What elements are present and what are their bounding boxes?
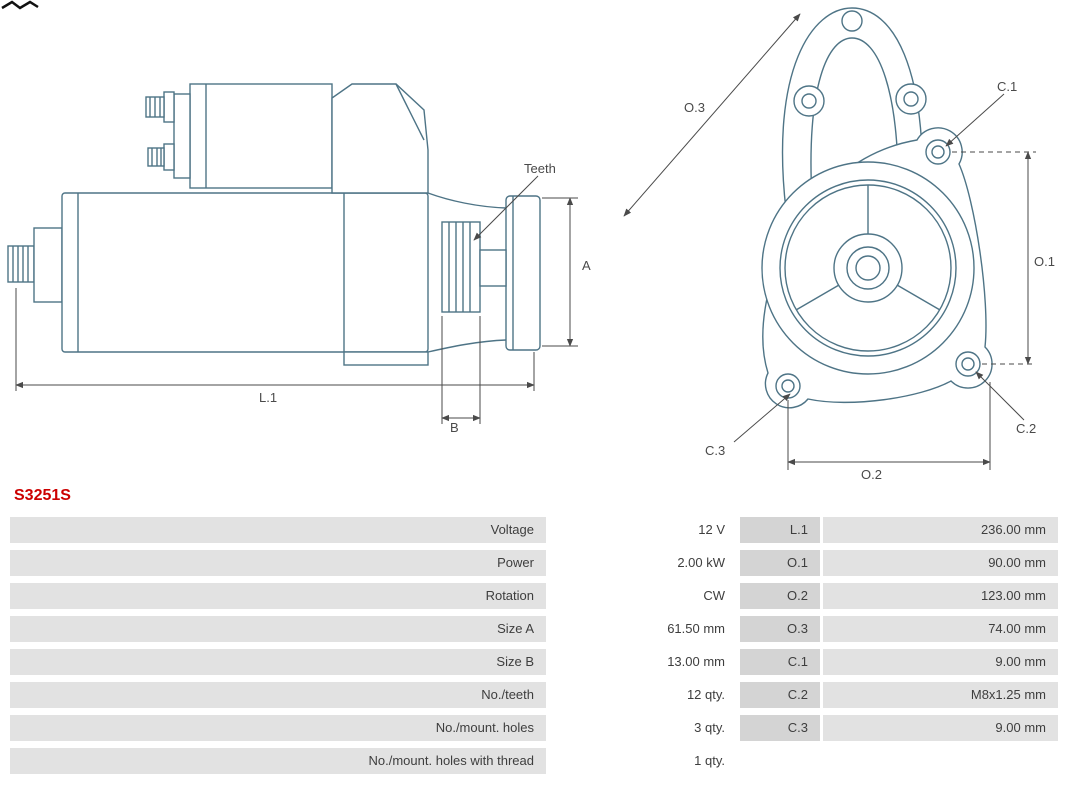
spec-dim-label: O.3 — [740, 616, 820, 642]
dimension-a — [542, 197, 578, 347]
spec-dim-value — [823, 748, 1058, 774]
leader-c3 — [733, 393, 791, 443]
spec-property: No./mount. holes — [10, 715, 546, 741]
spec-dim-value: 74.00 mm — [823, 616, 1058, 642]
technical-drawing — [1, 0, 1036, 470]
dim-label-l1: L.1 — [259, 390, 278, 405]
spec-dim-label: C.2 — [740, 682, 820, 708]
spec-dim-label: C.3 — [740, 715, 820, 741]
spec-dim-value: 90.00 mm — [823, 550, 1058, 576]
dim-label-c1: C.1 — [997, 79, 1018, 94]
dim-label-c3: C.3 — [705, 443, 726, 458]
spec-property: Voltage — [10, 517, 546, 543]
specs-table: Voltage 12 V L.1 236.00 mm Power 2.00 kW… — [10, 517, 1058, 774]
teeth-label: Teeth — [524, 161, 556, 176]
motor-face — [761, 161, 975, 375]
spec-property: No./mount. holes with thread — [10, 748, 546, 774]
spec-property: Rotation — [10, 583, 546, 609]
pinion-gear — [441, 221, 507, 313]
spec-value: 61.50 mm — [549, 616, 737, 642]
spec-value: 13.00 mm — [549, 649, 737, 675]
spec-dim-value: 9.00 mm — [823, 715, 1058, 741]
leader-c2 — [975, 371, 1025, 421]
dim-label-b: B — [450, 420, 459, 435]
leader-c1 — [945, 93, 1005, 147]
mounting-hole-c1 — [925, 139, 951, 165]
dim-label-c2: C.2 — [1016, 421, 1037, 436]
dimension-b — [441, 316, 481, 424]
dimension-l1 — [15, 288, 535, 391]
motor-body — [61, 192, 429, 366]
mounting-hole-c3 — [775, 373, 801, 399]
dimension-o2 — [787, 382, 991, 470]
spec-value: 2.00 kW — [549, 550, 737, 576]
spec-value: 12 qty. — [549, 682, 737, 708]
drive-end-housing — [331, 83, 541, 353]
solenoid — [145, 83, 333, 189]
front-view-drawing — [623, 7, 1036, 470]
spec-property: Size B — [10, 649, 546, 675]
dim-label-o3: O.3 — [684, 100, 705, 115]
logo-fragment — [1, 0, 39, 10]
spec-property: Size A — [10, 616, 546, 642]
side-view-drawing — [7, 83, 578, 424]
spec-dim-label: O.1 — [740, 550, 820, 576]
spec-dim-value: M8x1.25 mm — [823, 682, 1058, 708]
spec-dim-label: O.2 — [740, 583, 820, 609]
dimension-o1 — [952, 151, 1036, 365]
dimension-o3 — [623, 13, 801, 217]
spec-dim-label: C.1 — [740, 649, 820, 675]
spec-dim-value: 123.00 mm — [823, 583, 1058, 609]
spec-dim-label — [740, 748, 820, 774]
dim-label-o2: O.2 — [861, 467, 882, 482]
spec-property: Power — [10, 550, 546, 576]
teeth-leader — [473, 175, 539, 241]
spec-dim-value: 236.00 mm — [823, 517, 1058, 543]
spec-dim-value: 9.00 mm — [823, 649, 1058, 675]
part-number: S3251S — [14, 487, 71, 504]
spec-value: 3 qty. — [549, 715, 737, 741]
terminal-bolt — [7, 227, 63, 303]
spec-dim-label: L.1 — [740, 517, 820, 543]
spec-value: 1 qty. — [549, 748, 737, 774]
spec-property: No./teeth — [10, 682, 546, 708]
spec-value: 12 V — [549, 517, 737, 543]
spec-value: CW — [549, 583, 737, 609]
dim-label-a: A — [582, 258, 591, 273]
mounting-hole-c2 — [955, 351, 981, 377]
dim-label-o1: O.1 — [1034, 254, 1055, 269]
